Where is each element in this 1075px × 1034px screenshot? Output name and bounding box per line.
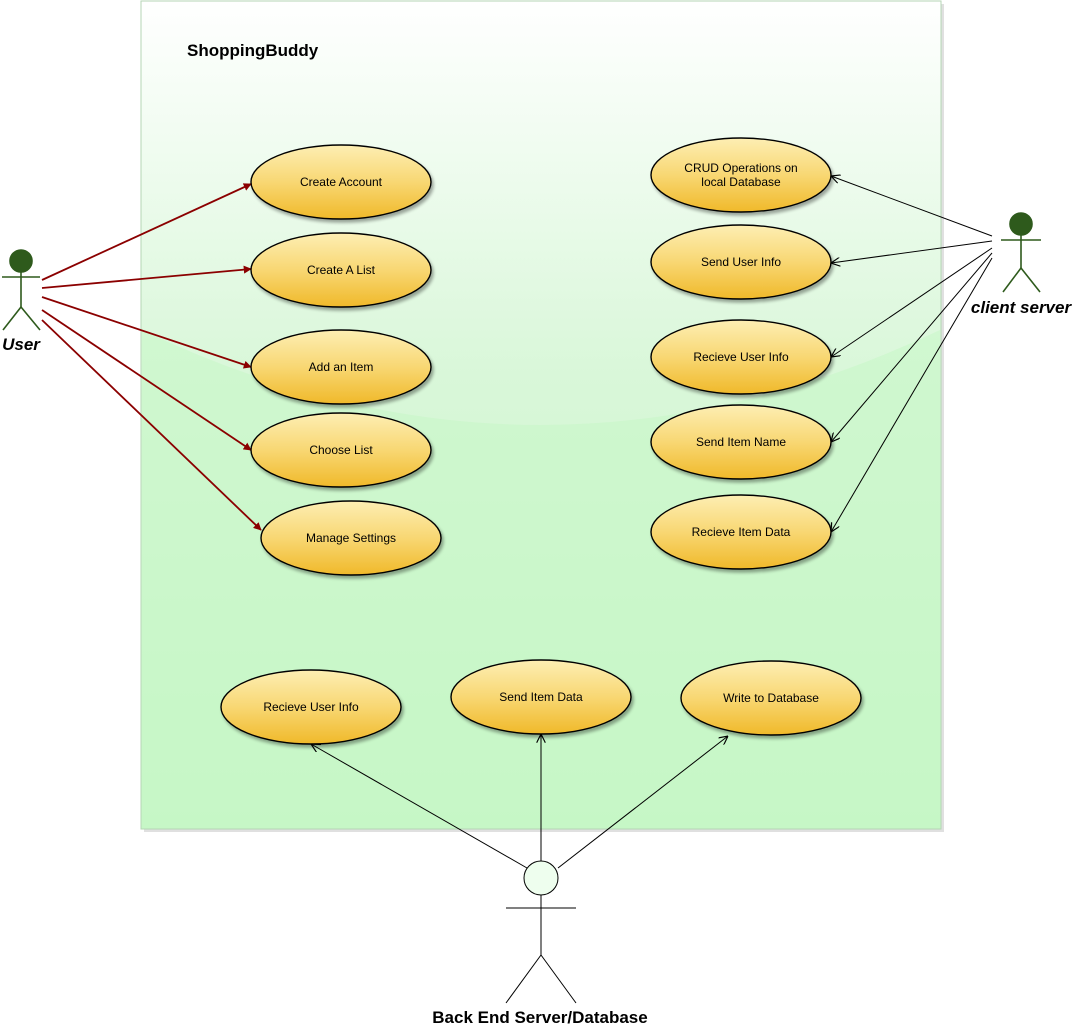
use-case-ellipse <box>260 500 442 576</box>
use-case-ellipse <box>450 659 632 735</box>
use-case-label: Send User Info <box>701 255 781 269</box>
use-case-send-item-name: Send Item Name <box>650 404 832 480</box>
use-case-choose-list: Choose List <box>250 412 432 488</box>
use-case-manage-settings: Manage Settings <box>260 500 442 576</box>
use-case-ellipse <box>650 494 832 570</box>
use-case-label: Create Account <box>300 175 383 189</box>
use-case-label: Recieve User Info <box>263 700 359 714</box>
use-case-ellipse <box>220 669 402 745</box>
use-case-ellipse <box>250 232 432 308</box>
use-case-label: Write to Database <box>723 691 819 705</box>
use-case-label: Send Item Data <box>499 690 583 704</box>
association-backend-to-write-database <box>557 736 728 869</box>
use-case-ellipse <box>650 224 832 300</box>
use-case-send-user-info: Send User Info <box>650 224 832 300</box>
use-case-label: Recieve Item Data <box>692 525 791 539</box>
use-case-label: Send Item Name <box>696 435 786 449</box>
use-case-add-item: Add an Item <box>250 329 432 405</box>
association-user-to-create-account <box>41 183 252 281</box>
association-client-to-recieve-item-data <box>831 257 993 532</box>
system-title: ShoppingBuddy <box>187 41 319 60</box>
use-case-send-item-data: Send Item Data <box>450 659 632 735</box>
use-case-ellipse <box>250 412 432 488</box>
association-backend-to-recieve-user-info-backend <box>311 744 528 869</box>
use-case-create-account: Create Account <box>250 144 432 220</box>
associations <box>41 176 993 869</box>
actor-user-label: User <box>2 335 41 354</box>
use-case-label: Recieve User Info <box>693 350 789 364</box>
association-client-to-crud-local <box>831 176 993 237</box>
use-case-recieve-user-info-client: Recieve User Info <box>650 319 832 395</box>
backend-actor-icon <box>505 860 577 1004</box>
use-case-create-list: Create A List <box>250 232 432 308</box>
use-case-label: local Database <box>701 175 781 189</box>
actor-backend-label: Back End Server/Database <box>432 1008 647 1027</box>
use-case-write-database: Write to Database <box>680 660 862 736</box>
actor-backend: Back End Server/Database <box>432 860 648 1027</box>
association-user-to-manage-settings <box>41 319 262 531</box>
association-user-to-create-list <box>41 265 252 289</box>
use-case-recieve-item-data: Recieve Item Data <box>650 494 832 570</box>
association-user-to-choose-list <box>41 309 252 451</box>
use-case-ellipse <box>650 319 832 395</box>
use-case-ellipse <box>680 660 862 736</box>
use-case-ellipse <box>250 144 432 220</box>
association-client-to-send-user-info <box>831 240 993 263</box>
use-case-ellipse <box>650 404 832 480</box>
association-client-to-send-item-name <box>831 252 993 442</box>
user-actor-icon <box>2 249 41 331</box>
actor-client-server-label: client server <box>971 298 1073 317</box>
use-case-label: CRUD Operations on <box>684 161 797 175</box>
association-client-to-recieve-user-info-client <box>831 247 993 357</box>
use-case-label: Create A List <box>307 263 376 277</box>
use-case-label: Add an Item <box>309 360 374 374</box>
use-case-ellipse <box>250 329 432 405</box>
client-server-actor-icon <box>1001 212 1041 293</box>
use-case-label: Manage Settings <box>306 531 396 545</box>
association-user-to-add-item <box>41 296 252 369</box>
actor-user: User <box>2 249 41 354</box>
use-case-ellipse <box>650 137 832 213</box>
use-case-label: Choose List <box>309 443 373 457</box>
actor-client-server: client server <box>971 212 1073 317</box>
use-case-recieve-user-info-backend: Recieve User Info <box>220 669 402 745</box>
